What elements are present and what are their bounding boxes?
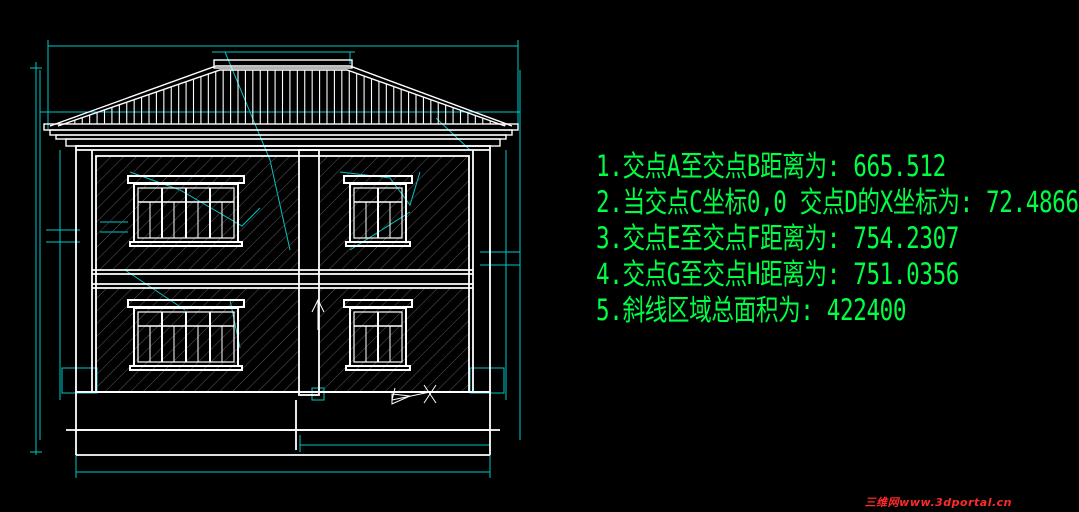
house-elevation-drawing bbox=[30, 40, 521, 478]
roof-ribs bbox=[59, 70, 506, 126]
ucs-icon bbox=[311, 298, 437, 405]
answer-line-3: 3.交点E至交点F距离为: 754.2307 bbox=[596, 221, 960, 255]
watermark: 三维网www.3dportal.cn bbox=[864, 496, 1012, 509]
answer-line-4: 4.交点G至交点H距离为: 751.0356 bbox=[596, 257, 960, 291]
answer-line-2: 2.当交点C坐标0,0 交点D的X坐标为: 72.4866 bbox=[596, 185, 1079, 219]
answer-panel: 1.交点A至交点B距离为: 665.512 2.当交点C坐标0,0 交点D的X坐… bbox=[596, 148, 1079, 328]
windows bbox=[127, 175, 413, 371]
answer-line-1: 1.交点A至交点B距离为: 665.512 bbox=[596, 149, 946, 183]
walls bbox=[66, 145, 500, 456]
answer-line-5: 5.斜线区域总面积为: 422400 bbox=[596, 293, 907, 327]
roof bbox=[43, 59, 519, 147]
